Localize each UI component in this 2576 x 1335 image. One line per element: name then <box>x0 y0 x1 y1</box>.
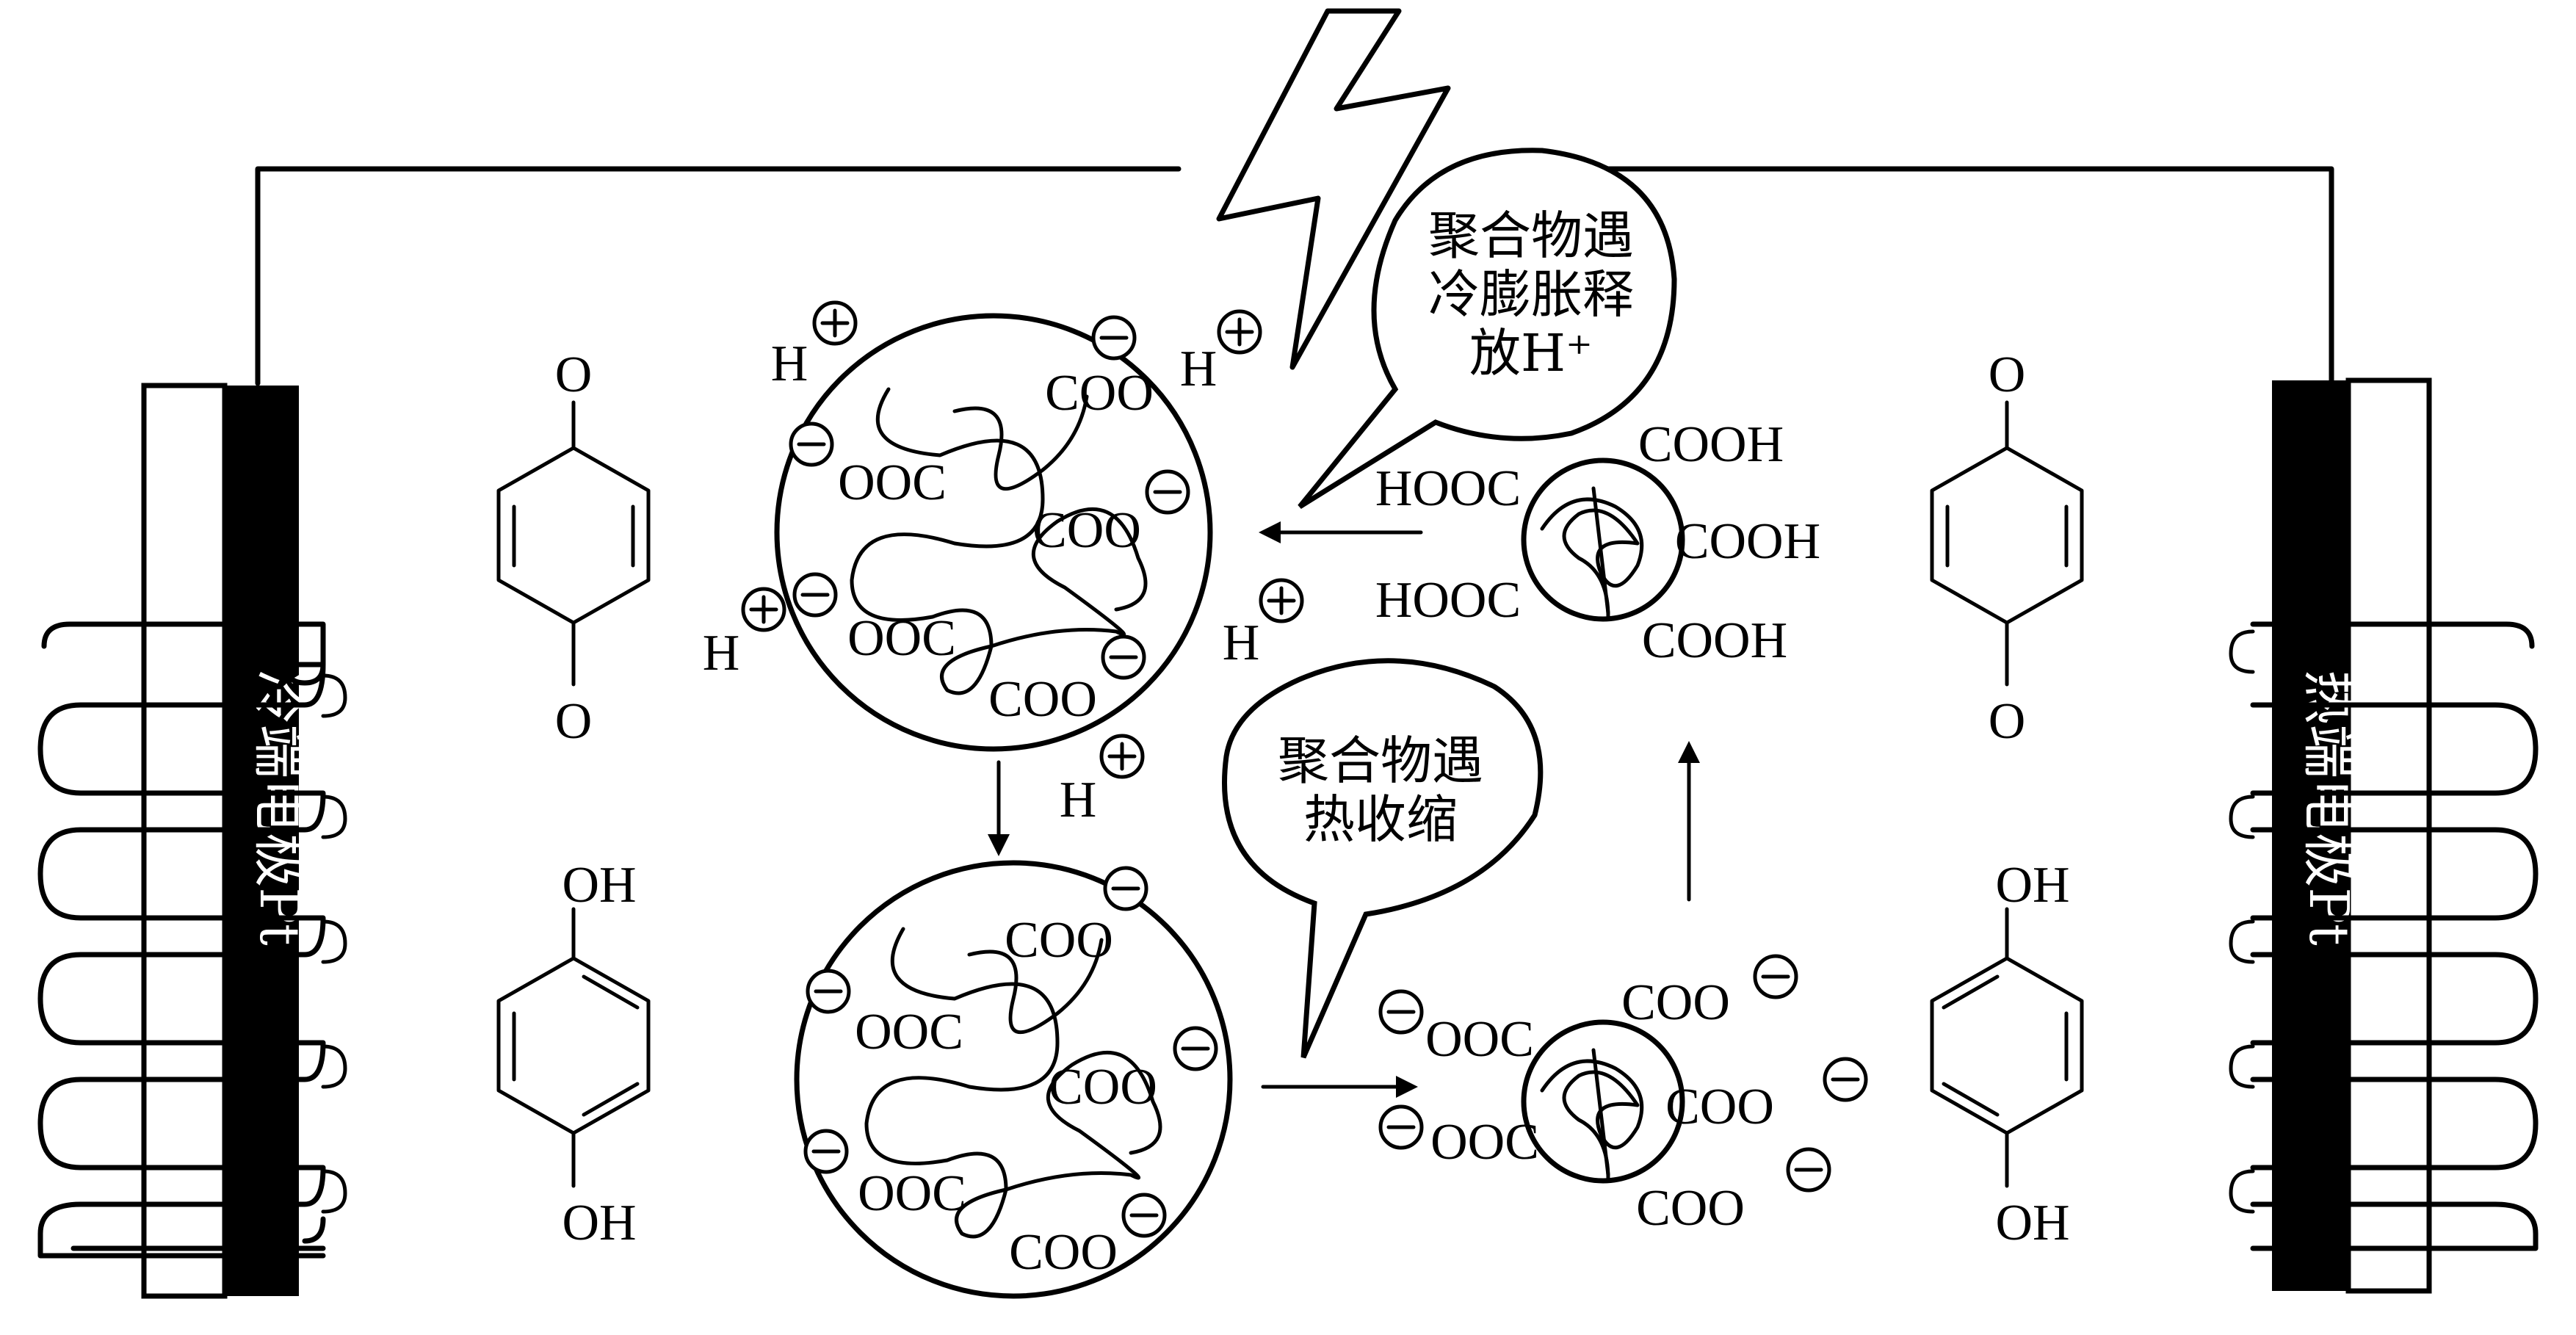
coo-label: COO <box>1665 1079 1774 1135</box>
cation-icon <box>1099 734 1145 779</box>
cold-electrode-label: 冷端电极Pt <box>247 670 311 946</box>
ooc-label: OOC <box>838 455 947 511</box>
anion-icon <box>806 969 851 1014</box>
proton-h: H <box>771 336 808 392</box>
heating-coil-loops <box>2229 629 2255 1214</box>
hydroquinone-bottom-oh: OH <box>562 1195 636 1251</box>
hooc-label: HOOC <box>1375 572 1521 629</box>
anion-icon <box>789 422 834 467</box>
coo-label: COO <box>1045 365 1154 422</box>
coo-label: COO <box>1049 1059 1157 1115</box>
cold-electrode: 冷端电极Pt <box>141 383 311 1299</box>
lightning-bolt-icon <box>1216 8 1451 370</box>
hot-electrode: 热端电极Pt <box>2272 377 2432 1294</box>
quinone-bottom-o: O <box>555 693 593 750</box>
callout-release-line-2: 冷膨胀释 <box>1428 264 1634 325</box>
callout-shrink-line-1: 聚合物遇 <box>1278 731 1483 791</box>
anion-icon <box>1101 634 1146 680</box>
hydroquinone-r-top-oh: OH <box>1995 857 2069 913</box>
anion-charges-right <box>1378 954 1868 1193</box>
anion-icon <box>1145 469 1190 515</box>
coo-label: COO <box>988 671 1097 728</box>
circuit-wire <box>255 166 2334 386</box>
proton-h: H <box>1223 615 1260 671</box>
coo-label: COO <box>1636 1180 1745 1237</box>
hydroquinone-right: OH OH <box>1930 857 2084 1251</box>
ooc-label: OOC <box>1430 1114 1539 1171</box>
anion-icon <box>1103 866 1148 911</box>
hydroquinone-top-oh: OH <box>562 857 636 913</box>
cation-icon <box>1259 578 1304 623</box>
cycle-arrows <box>988 521 1700 1098</box>
anion-charges-bottom <box>803 866 1218 1238</box>
cooling-coil <box>37 621 326 1259</box>
hydroquinone-left: OH OH <box>496 857 651 1251</box>
cooh-label: COOH <box>1638 416 1784 473</box>
callout-release-line-1: 聚合物遇 <box>1428 206 1634 266</box>
swollen-polymer-deprotonated: COO OOC COO OOC COO <box>794 860 1233 1299</box>
cation-icon <box>741 587 786 632</box>
anion-icon <box>1378 989 1424 1035</box>
cooh-label: COOH <box>1675 513 1820 570</box>
anion-icon <box>1823 1057 1868 1102</box>
proton-h: H <box>703 625 740 681</box>
coo-label: COO <box>1009 1224 1118 1281</box>
benzoquinone-right: O O <box>1930 347 2084 750</box>
shrunk-polymer-protonated: COOH COOH COOH HOOC HOOC <box>1375 416 1820 669</box>
anion-icon <box>1378 1104 1424 1150</box>
anion-icon <box>1091 315 1137 361</box>
anion-icon <box>1753 954 1798 999</box>
anion-icon <box>1173 1026 1218 1071</box>
cooh-label: COOH <box>1642 612 1787 669</box>
quinone-r-bottom-o: O <box>1989 693 2026 750</box>
coo-label: COO <box>1005 912 1113 969</box>
coo-label: COO <box>1621 974 1730 1031</box>
callout-release-protons: 聚合物遇 冷膨胀释 放H⁺ <box>1298 148 1677 509</box>
proton-h: H <box>1060 772 1097 828</box>
swollen-polymer-cold: COO OOC COO OOC COO <box>774 313 1213 752</box>
shrunk-polymer-deprotonated: COO COO COO OOC OOC <box>1425 974 1774 1237</box>
ooc-label: OOC <box>858 1165 966 1222</box>
cooling-coil-loops <box>321 673 347 1214</box>
callout-thermal-shrink: 聚合物遇 热收缩 <box>1222 658 1544 1059</box>
hooc-label: HOOC <box>1375 460 1521 517</box>
ooc-label: OOC <box>855 1004 963 1060</box>
quinone-r-top-o: O <box>1989 347 2026 403</box>
coo-label: COO <box>1032 502 1141 559</box>
anion-icon <box>1786 1147 1831 1193</box>
anion-icon <box>1121 1193 1167 1238</box>
callout-shrink-line-2: 热收缩 <box>1303 789 1458 850</box>
proton-h: H <box>1180 341 1218 397</box>
proton-group: H H H H H <box>703 300 1304 828</box>
benzoquinone-left: O O <box>496 347 651 750</box>
heating-coil <box>2250 621 2539 1251</box>
cation-icon <box>1217 309 1262 355</box>
ooc-label: OOC <box>847 610 956 667</box>
anion-icon <box>792 572 838 618</box>
anion-charges-top <box>789 315 1190 680</box>
callout-release-line-3: 放H⁺ <box>1469 323 1593 383</box>
quinone-top-o: O <box>555 347 593 403</box>
anion-icon <box>803 1129 849 1174</box>
cation-icon <box>812 300 858 346</box>
ooc-label: OOC <box>1425 1011 1534 1068</box>
hydroquinone-r-bottom-oh: OH <box>1995 1195 2069 1251</box>
hot-electrode-label: 热端电极Pt <box>2297 670 2360 946</box>
